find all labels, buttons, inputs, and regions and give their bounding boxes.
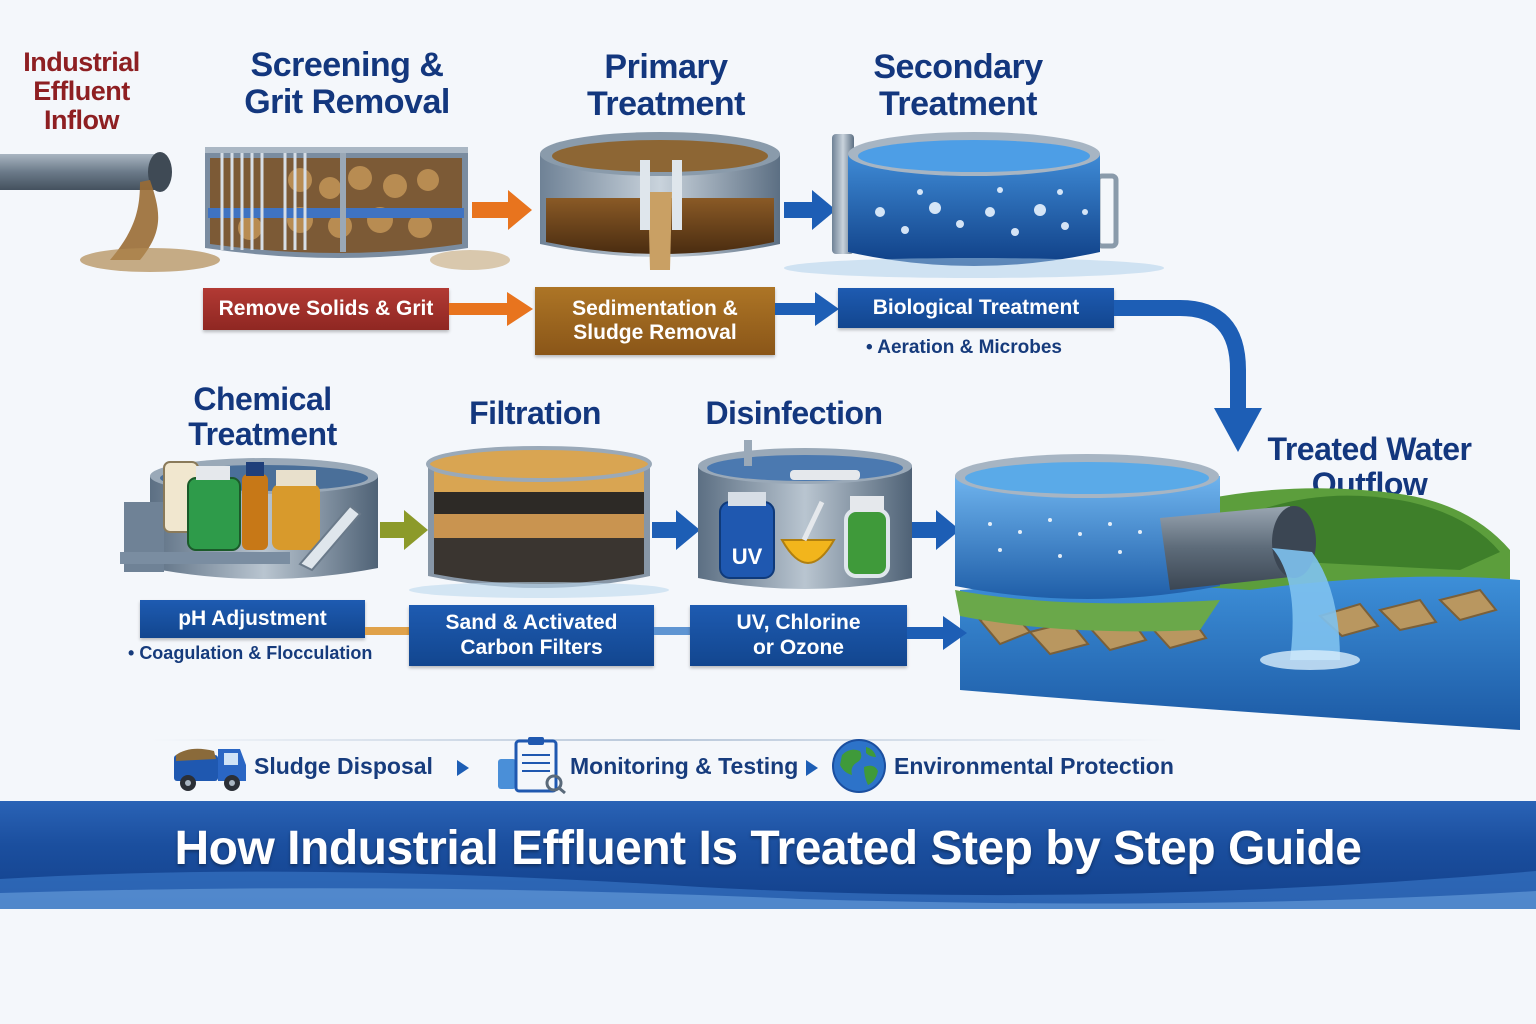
- disinfection-tank-icon: UV: [698, 440, 912, 589]
- secondary-title-line2: Treatment: [879, 84, 1038, 123]
- primary-title-line1: Primary: [604, 48, 728, 86]
- primary-title-line2: Treatment: [587, 84, 746, 123]
- bullet-dot: •: [128, 643, 140, 663]
- bullet-dot: •: [866, 337, 878, 358]
- arrow-disinfection-final: [912, 510, 960, 550]
- globe-icon: [832, 739, 886, 793]
- secondary-tank-icon: [784, 132, 1164, 278]
- arrow-chemical-filtration: [380, 510, 428, 550]
- connector-secondary-outflow: [1114, 300, 1262, 452]
- arrow-label-screening-primary: [449, 292, 533, 326]
- connector-chemical-filtration: [365, 627, 410, 635]
- secondary-bullet: • Aeration & Microbes: [866, 337, 1062, 359]
- footer-sludge: Sludge Disposal: [170, 734, 433, 798]
- arrow-label-disinfection-outflow: [907, 616, 967, 650]
- secondary-label: Biological Treatment: [838, 288, 1114, 328]
- outflow-pipe-icon: [1160, 506, 1360, 670]
- primary-tank-icon: [540, 132, 780, 270]
- inflow-pipe-icon: [0, 152, 220, 272]
- primary-title: Primary Treatment: [566, 49, 766, 122]
- outflow-title: Treated Water Outflow: [1262, 432, 1477, 501]
- footer-environment: Environmental Protection: [830, 734, 1174, 798]
- screening-tank-icon: [205, 147, 510, 270]
- secondary-bullet-text: Aeration & Microbes: [877, 337, 1062, 358]
- arrow-label-primary-secondary: [775, 292, 839, 326]
- arrow-filtration-disinfection: [652, 510, 700, 550]
- bottom-row-illustration: UV: [120, 440, 1520, 730]
- screening-title-line1: Screening &: [250, 46, 444, 84]
- chemical-title: Chemical Treatment: [160, 382, 365, 451]
- disinfection-label-line2: or Ozone: [752, 635, 844, 659]
- primary-label: Sedimentation & Sludge Removal: [535, 287, 775, 355]
- title-banner: How Industrial Effluent Is Treated Step …: [0, 801, 1536, 909]
- arrow-primary-secondary: [784, 190, 836, 230]
- screening-title-line2: Grit Removal: [244, 82, 450, 121]
- chemical-bullet-text: Coagulation & Flocculation: [139, 643, 373, 663]
- page-title: How Industrial Effluent Is Treated Step …: [174, 822, 1363, 875]
- filtration-title: Filtration: [469, 395, 601, 431]
- disinfection-label: UV, Chlorine or Ozone: [690, 605, 907, 666]
- filtration-label-line2: Carbon Filters: [460, 635, 603, 659]
- disinfection-label-line1: UV, Chlorine: [736, 611, 861, 635]
- footer-arrow-1: [457, 760, 469, 776]
- secondary-title-line1: Secondary: [873, 48, 1043, 86]
- inflow-title: Industrial Effluent Inflow: [14, 47, 149, 136]
- chemical-bullet: • Coagulation & Flocculation: [128, 643, 372, 664]
- clipboard-icon: [498, 737, 566, 795]
- chemical-title-line2: Treatment: [188, 415, 337, 452]
- footer-divider: [150, 739, 1170, 741]
- chemical-label: pH Adjustment: [140, 600, 365, 638]
- truck-icon: [174, 748, 246, 791]
- footer-environment-text: Environmental Protection: [894, 752, 1174, 779]
- filtration-tank-icon: [409, 446, 669, 598]
- footer-sludge-text: Sludge Disposal: [254, 752, 433, 779]
- connector-filtration-disinfection: [654, 627, 690, 635]
- inflow-title-line1: Industrial: [23, 47, 140, 77]
- secondary-title: Secondary Treatment: [858, 49, 1058, 122]
- filtration-label-line1: Sand & Activated: [445, 611, 618, 635]
- filtration-label: Sand & Activated Carbon Filters: [409, 605, 654, 666]
- chemical-tank-icon: [120, 458, 378, 579]
- footer-arrow-2: [806, 760, 818, 776]
- primary-label-line1: Sedimentation &: [572, 296, 738, 320]
- outflow-title-line1: Treated Water: [1267, 431, 1472, 467]
- primary-label-line2: Sludge Removal: [573, 321, 737, 344]
- screening-title: Screening & Grit Removal: [232, 47, 462, 120]
- banner-wave: [0, 871, 1536, 909]
- inflow-title-line2: Effluent: [33, 76, 130, 107]
- footer-monitoring-text: Monitoring & Testing: [570, 752, 799, 779]
- final-tank-icon: [955, 454, 1220, 599]
- uv-badge: UV: [732, 544, 763, 569]
- top-row-illustration: [0, 132, 1164, 278]
- inflow-title-line3: Inflow: [44, 105, 119, 136]
- chemical-title-line1: Chemical: [193, 381, 332, 417]
- arrow-screening-primary: [472, 190, 532, 230]
- footer-monitoring: Monitoring & Testing: [494, 734, 798, 798]
- screening-label: Remove Solids & Grit: [203, 288, 449, 330]
- disinfection-title: Disinfection: [705, 395, 883, 431]
